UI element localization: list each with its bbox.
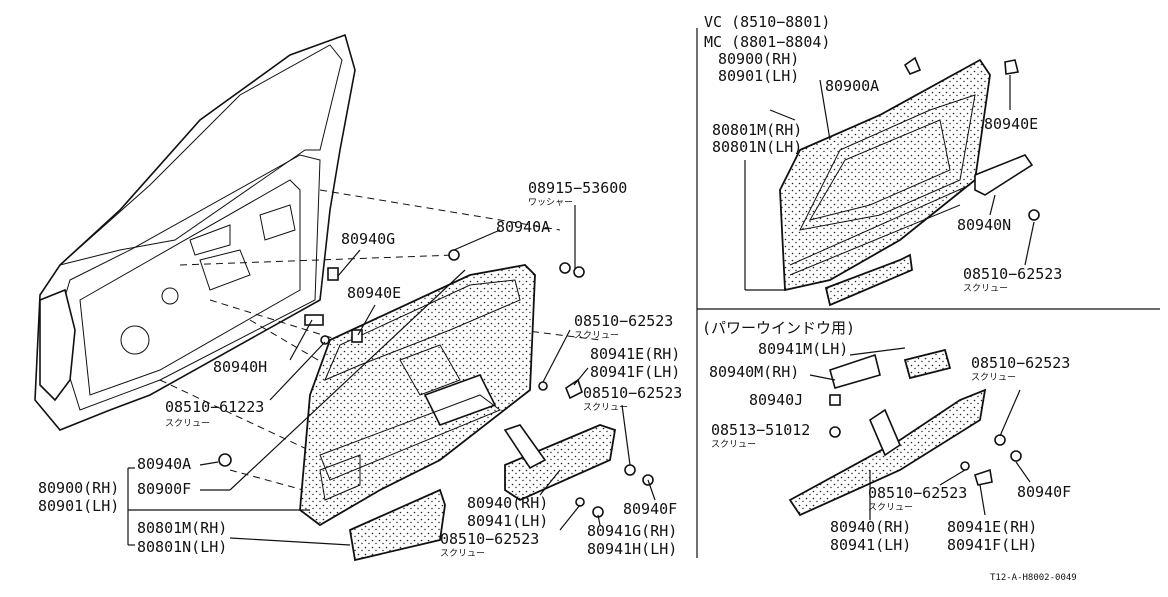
vc-trim-panel xyxy=(744,56,1040,307)
part-note-pw-screw-b: スクリュー xyxy=(868,502,913,513)
part-label-08510-62523-b: 08510−62523 xyxy=(583,384,682,402)
part-label-08915-53600: 08915−53600 xyxy=(528,179,627,197)
part-label-vc-80801n-lh: 80801N(LH) xyxy=(712,138,802,156)
part-label-pw-80941-lh: 80941(LH) xyxy=(830,536,911,554)
labels-power-window: (パワーウインドウ用) 80941M(LH) 08510−62523 スクリュー… xyxy=(702,319,1071,554)
part-note-washer-08915-53600: ワッシャー xyxy=(528,198,573,208)
part-label-pw-80940j: 80940J xyxy=(749,391,803,409)
part-label-08510-61223: 08510−61223 xyxy=(165,398,264,416)
section-title-mc: MC (8801−8804) xyxy=(704,33,830,51)
part-label-vc-80900-rh: 80900(RH) xyxy=(718,50,799,68)
part-label-80940g: 80940G xyxy=(341,230,395,248)
part-note-pw-screw-a: スクリュー xyxy=(971,372,1016,383)
part-label-80900f: 80900F xyxy=(137,480,191,498)
part-note-screw-08510-62523-c: スクリュー xyxy=(440,548,485,559)
labels-vc-mc: VC (8510−8801) MC (8801−8804) 80900(RH) … xyxy=(704,13,1062,294)
part-label-vc-08510-62523: 08510−62523 xyxy=(963,265,1062,283)
pw-armrest xyxy=(788,347,1031,520)
part-label-pw-08513-51012: 08513−51012 xyxy=(711,421,810,439)
part-label-80940a-bottom: 80940A xyxy=(137,455,191,473)
part-label-80940f: 80940F xyxy=(623,500,677,518)
leader-lines-main xyxy=(127,205,656,546)
part-label-pw-80940m-rh: 80940M(RH) xyxy=(709,363,799,381)
part-label-pw-80941e-rh: 80941E(RH) xyxy=(947,518,1037,536)
part-label-80900-rh: 80900(RH) xyxy=(38,479,119,497)
part-label-vc-80900a: 80900A xyxy=(825,77,879,95)
part-label-pw-80940-rh: 80940(RH) xyxy=(830,518,911,536)
part-label-80801n-lh: 80801N(LH) xyxy=(137,538,227,556)
part-label-08510-62523-c: 08510−62523 xyxy=(440,530,539,548)
part-label-pw-08510-62523-a: 08510−62523 xyxy=(971,354,1070,372)
part-label-pw-80940f: 80940F xyxy=(1017,483,1071,501)
part-label-80941g-rh: 80941G(RH) xyxy=(587,522,677,540)
part-label-08510-62523-a: 08510−62523 xyxy=(574,312,673,330)
part-label-pw-80941m-lh: 80941M(LH) xyxy=(758,340,848,358)
part-note-pw-screw-08513: スクリュー xyxy=(711,439,756,450)
labels-main: 80940G 80940E 80940H 08510−61223 スクリュー 0… xyxy=(38,179,682,559)
drawing-code: T12-A-H8002-0049 xyxy=(990,573,1077,583)
part-label-80941-lh: 80941(LH) xyxy=(467,512,548,530)
part-label-vc-80940e: 80940E xyxy=(984,115,1038,133)
part-label-vc-80801m-rh: 80801M(RH) xyxy=(712,121,802,139)
section-title-power-window: (パワーウインドウ用) xyxy=(702,319,855,337)
part-label-vc-80901-lh: 80901(LH) xyxy=(718,67,799,85)
part-label-80901-lh: 80901(LH) xyxy=(38,497,119,515)
part-label-80940a-top: 80940A xyxy=(496,218,550,236)
section-title-vc: VC (8510−8801) xyxy=(704,13,830,31)
part-note-screw-08510-61223: スクリュー xyxy=(165,418,210,429)
armrest-main xyxy=(503,424,617,502)
part-note-screw-08510-62523-b: スクリュー xyxy=(583,402,628,413)
part-label-80940e: 80940E xyxy=(347,284,401,302)
part-label-80940h: 80940H xyxy=(213,358,267,376)
part-label-80940-rh: 80940(RH) xyxy=(467,494,548,512)
part-label-80941f-lh: 80941F(LH) xyxy=(590,363,680,381)
part-label-80941e-rh: 80941E(RH) xyxy=(590,345,680,363)
part-label-80801m-rh: 80801M(RH) xyxy=(137,519,227,537)
part-note-vc-screw: スクリュー xyxy=(963,283,1008,294)
part-label-pw-80941f-lh: 80941F(LH) xyxy=(947,536,1037,554)
part-label-pw-08510-62523-b: 08510−62523 xyxy=(868,484,967,502)
part-note-screw-08510-62523-a: スクリュー xyxy=(574,330,619,341)
door-frame xyxy=(34,33,356,431)
part-label-vc-80940n: 80940N xyxy=(957,216,1011,234)
part-label-80941h-lh: 80941H(LH) xyxy=(587,540,677,558)
